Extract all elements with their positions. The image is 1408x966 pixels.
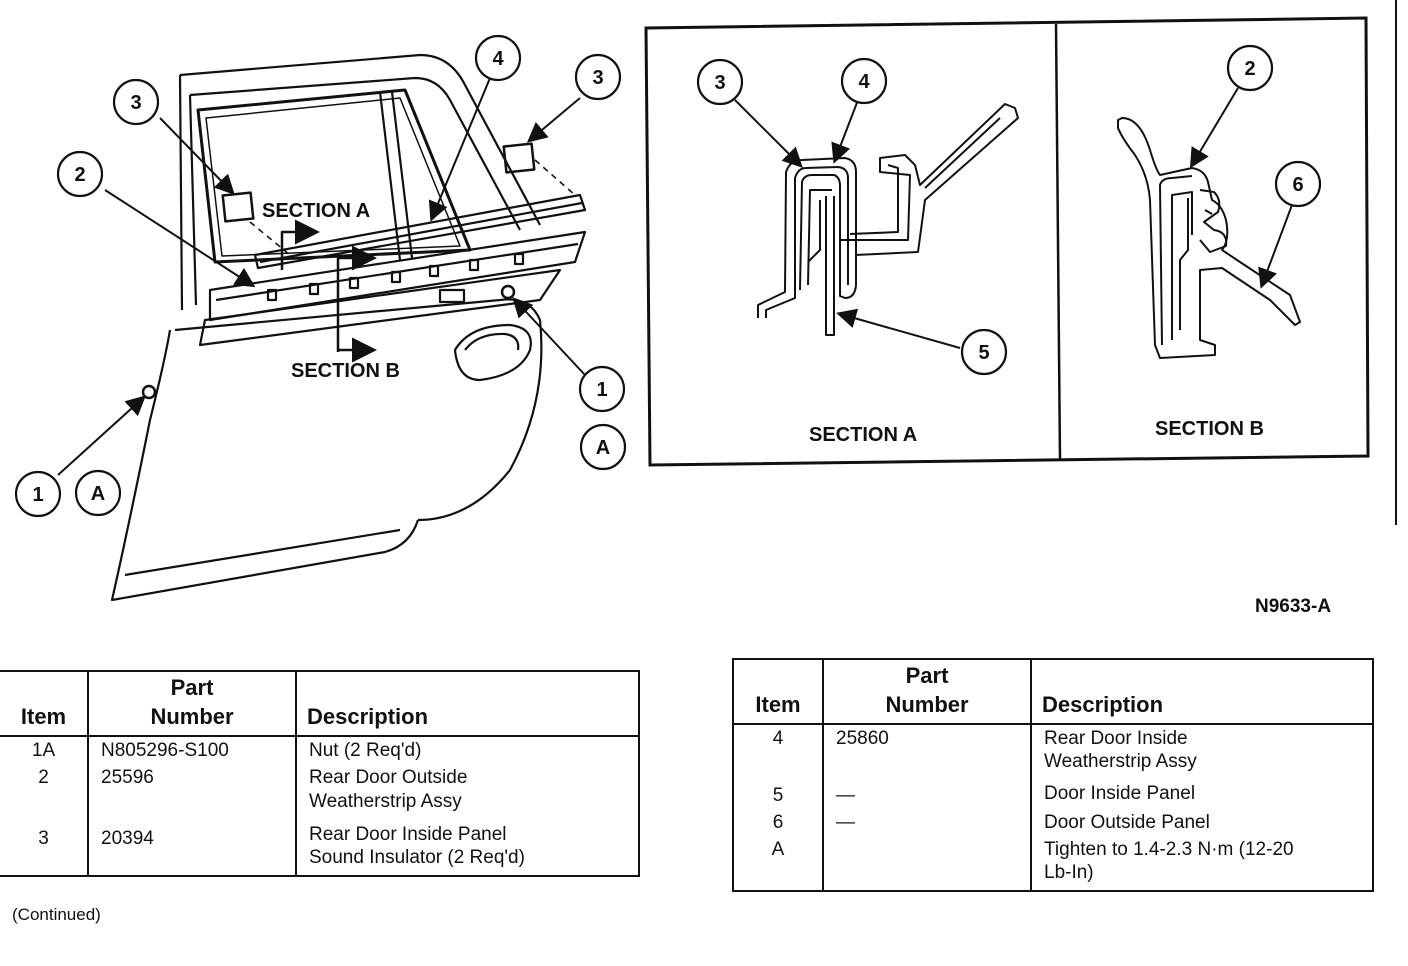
table-row: 1A N805296-S100 Nut (2 Req'd) [0,736,639,765]
cell-item: 5 [772,784,784,806]
table-header-row: Item Part Number Description [733,659,1373,726]
cell-item: 4 [772,728,784,750]
section-views-box [644,16,1370,467]
svg-text:4: 4 [858,71,870,93]
svg-text:1: 1 [32,484,43,506]
header-part-number: Part Number [87,671,296,738]
callout-3-section-a: 3 [696,58,744,106]
door-callouts: 3 2 4 3 1 A 1 A [14,34,627,518]
callout-4-section-a: 4 [840,57,888,105]
svg-text:A: A [596,437,610,459]
cell-description: Nut (2 Req'd) [295,736,639,765]
section-b-profile [1117,87,1301,359]
table-row: 5 — Door Inside Panel [733,775,1373,809]
cell-part: — [822,775,1031,809]
header-part-line1: Part [905,663,949,688]
header-part-line2: Number [885,691,969,717]
cell-item: 1A [31,740,56,762]
svg-text:5: 5 [978,342,989,364]
callout-1-left: 1 [14,470,62,518]
header-part-line1: Part [170,675,214,700]
svg-text:1: 1 [596,379,607,401]
header-part-number: Part Number [822,659,1031,726]
cell-part [822,835,1031,892]
cell-item: 2 [38,767,49,789]
svg-text:A: A [91,483,105,505]
cell-part: 25860 [822,724,1031,776]
svg-text:3: 3 [592,67,603,89]
cell-item: 3 [38,827,49,849]
cell-item: A [771,838,785,860]
svg-text:2: 2 [1244,58,1255,80]
callout-2-section-b: 2 [1226,44,1274,92]
callout-6-section-b: 6 [1274,160,1322,208]
cell-item: 6 [772,811,784,833]
header-description: Description [295,671,639,738]
header-item: Item [733,659,823,726]
callout-5-section-a: 5 [960,328,1008,376]
cell-part: N805296-S100 [87,736,296,765]
door-leader-lines [57,77,586,476]
section-callouts: 3 4 5 2 6 [696,44,1322,376]
figure-id: N9633-A [1255,596,1332,617]
cell-description: Door Inside Panel [1030,775,1373,809]
callout-A-right: A [579,423,627,471]
callout-3-right: 3 [574,53,622,101]
callout-1-right: 1 [578,365,626,413]
parts-table-left: Item Part Number Description 1A N805296-… [0,670,640,878]
svg-text:6: 6 [1292,174,1303,196]
cell-part: 25596 [87,764,296,815]
svg-text:2: 2 [74,164,85,186]
callout-4-door: 4 [474,34,522,82]
table-header-row: Item Part Number Description [0,671,639,738]
section-a-profile [734,99,1019,349]
parts-table-right: Item Part Number Description 4 25860 Rea… [732,658,1374,893]
section-a-title: SECTION A [809,424,917,446]
callout-3-left: 3 [112,78,160,126]
door-weatherstrip-diagram: 3 2 4 3 1 A 1 A SECTION A SECTION B [14,0,1397,602]
header-item: Item [0,671,88,738]
cell-description: Door Outside Panel [1030,808,1373,836]
continued-note: (Continued) [12,905,101,924]
section-a-pointer-label: SECTION A [262,200,370,222]
callout-2-left: 2 [56,150,104,198]
table-row: 6 — Door Outside Panel [733,808,1373,836]
svg-text:4: 4 [492,48,504,70]
svg-text:3: 3 [130,92,141,114]
cell-part: — [822,808,1031,836]
section-b-title: SECTION B [1155,418,1264,440]
header-part-line2: Number [150,703,234,729]
section-b-pointer-label: SECTION B [291,360,400,382]
svg-text:3: 3 [714,72,725,94]
cell-part: 20394 [87,814,296,877]
rear-door-illustration [110,53,587,602]
callout-A-left: A [74,469,122,517]
header-description: Description [1030,659,1373,726]
